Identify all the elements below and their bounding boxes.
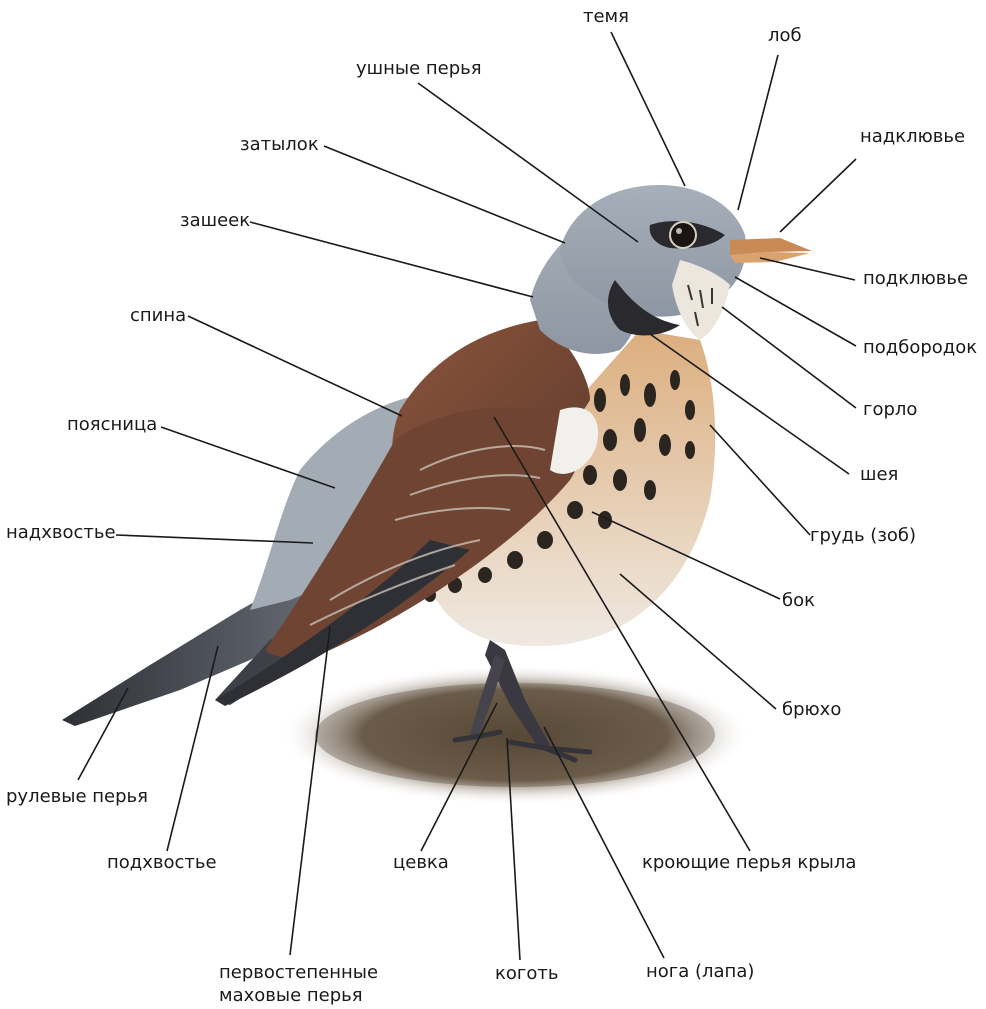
label-podborodok: подбородок xyxy=(863,337,977,359)
eye-highlight xyxy=(676,228,682,234)
leader-podborodok xyxy=(735,277,856,346)
label-pervostepennye-line2: маховые перья xyxy=(219,985,363,1007)
bird-eye xyxy=(671,223,695,247)
leader-ushnye xyxy=(418,83,638,242)
label-bryukho: брюхо xyxy=(782,699,841,721)
label-rulevye-perya: рулевые перья xyxy=(6,786,148,808)
label-sheya: шея xyxy=(860,464,898,486)
label-ushnye-perya: ушные перья xyxy=(356,58,482,80)
label-spina: спина xyxy=(130,305,186,327)
leader-zasheek xyxy=(250,222,533,297)
label-pervostepennye-line1: первостепенные xyxy=(219,962,378,984)
leader-podklyuve xyxy=(760,258,855,280)
leader-zatylok xyxy=(324,146,565,243)
label-podklyuve: подклювье xyxy=(863,268,968,290)
leader-nadklyuve xyxy=(780,159,856,232)
label-lob: лоб xyxy=(768,25,802,47)
label-zasheek: зашеек xyxy=(180,210,250,232)
label-bok: бок xyxy=(782,590,815,612)
leader-grud xyxy=(710,425,810,535)
label-zatylok: затылок xyxy=(240,134,319,156)
leader-temya xyxy=(611,32,685,186)
label-poyasnitsa: поясница xyxy=(67,414,157,436)
label-gorlo: горло xyxy=(863,399,917,421)
leader-gorlo xyxy=(722,307,856,408)
label-podkhvoste: подхвостье xyxy=(107,852,217,874)
label-temya: темя xyxy=(583,6,629,28)
label-kogot: коготь xyxy=(495,963,558,985)
leader-lob xyxy=(738,55,778,210)
leader-poyasnitsa xyxy=(161,427,335,488)
leader-pervostepennye xyxy=(290,627,330,955)
label-tsevka: цевка xyxy=(393,852,449,874)
label-nadkhvoste: надхвостье xyxy=(6,522,116,544)
label-noga: нога (лапа) xyxy=(646,961,754,983)
label-kroyushchie-perya-kryla: кроющие перья крыла xyxy=(642,852,856,874)
label-nadklyuve: надклювье xyxy=(860,126,965,148)
leader-spina xyxy=(188,316,402,416)
label-grud: грудь (зоб) xyxy=(810,525,916,547)
